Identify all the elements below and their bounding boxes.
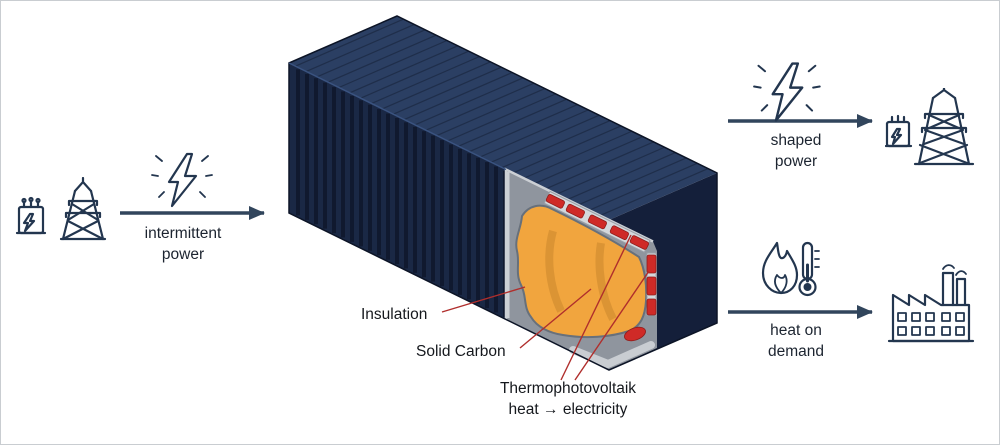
tpv-module bbox=[629, 235, 649, 250]
tpv-module bbox=[646, 254, 657, 274]
tpv-module bbox=[565, 203, 585, 219]
shaped-power-label-line2: power bbox=[774, 153, 818, 170]
carbon-shading-1 bbox=[545, 229, 565, 313]
heat-on-demand-label-line2: demand bbox=[767, 343, 824, 360]
lightning-burst-left-icon bbox=[151, 148, 215, 212]
heat-on-demand-label-line1: heat on bbox=[770, 322, 822, 339]
power-grid-left-icon bbox=[15, 177, 115, 247]
lightning-burst-right-icon bbox=[753, 57, 823, 127]
tpv-module bbox=[646, 276, 657, 296]
solid-carbon-label: Solid Carbon bbox=[416, 343, 506, 360]
leader-lines bbox=[441, 234, 650, 381]
solid-carbon-leader-line bbox=[519, 288, 592, 349]
insulation-label: Insulation bbox=[361, 306, 428, 323]
intermittent-power-label-line2: power bbox=[161, 246, 205, 263]
tpv-leader-line-1 bbox=[560, 234, 632, 381]
thermophotovoltaic-label-line2: heat → electricity bbox=[508, 401, 628, 418]
thermophotovoltaic-label: Thermophotovoltaik heat → electricity bbox=[473, 378, 663, 420]
thermophotovoltaic-label-line1: Thermophotovoltaik bbox=[499, 380, 637, 397]
tpv-modules-right bbox=[646, 254, 657, 316]
tpv-module bbox=[545, 194, 565, 209]
flow-arrows bbox=[120, 114, 873, 319]
storage-container-illustration bbox=[288, 15, 718, 371]
power-grid-right-icon bbox=[885, 88, 977, 170]
insulation-leader-line bbox=[441, 286, 526, 313]
tpv-module bbox=[587, 214, 607, 230]
tpv-leader-line-2 bbox=[574, 270, 650, 381]
factory-icon bbox=[885, 261, 977, 349]
container-top-face bbox=[289, 16, 717, 220]
tpv-module bbox=[646, 298, 657, 316]
heat-on-demand-label: heat on demand bbox=[734, 320, 858, 362]
shaped-power-label: shaped power bbox=[734, 130, 858, 172]
intermittent-power-label: intermittent power bbox=[121, 223, 245, 265]
tpv-modules-top bbox=[545, 194, 649, 250]
flame-thermometer-icon bbox=[751, 237, 823, 305]
container-front-edge bbox=[288, 62, 507, 171]
floor-frame bbox=[569, 341, 655, 368]
tpv-module-bottom bbox=[624, 326, 646, 342]
container-top-stripes bbox=[295, 18, 709, 217]
carbon-shading-2 bbox=[595, 242, 617, 321]
tpv-module bbox=[609, 225, 629, 240]
intermittent-power-label-line1: intermittent bbox=[144, 225, 222, 242]
container-outline bbox=[288, 15, 718, 371]
shaped-power-label-line1: shaped bbox=[770, 132, 822, 149]
